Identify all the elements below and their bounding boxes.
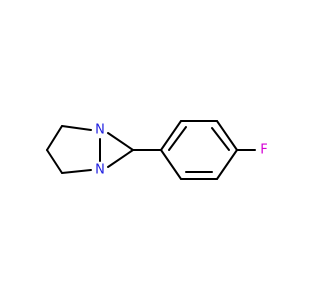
ring-bond-1-inner	[168, 126, 187, 151]
ring-bond-3-inner	[211, 127, 230, 151]
atom-n1-label: N	[95, 123, 105, 138]
atom-n2-label: N	[95, 163, 105, 178]
molecule-structure: N N F	[46, 120, 268, 180]
bond-c3-n2	[61, 169, 92, 174]
ring-bond-1	[160, 120, 182, 151]
bond-n2-c4	[107, 149, 134, 168]
molecule-canvas: N N F	[46, 120, 268, 180]
bond-n1-c4	[107, 132, 134, 151]
atom-f-label: F	[260, 143, 267, 158]
bond-c1-n1	[61, 125, 92, 131]
ring-bond-3	[216, 120, 238, 151]
ring-bond-6	[160, 149, 182, 180]
bond-c1-c2	[46, 125, 63, 151]
bond-c2-c3	[46, 149, 63, 174]
ring-bond-4	[216, 149, 238, 180]
